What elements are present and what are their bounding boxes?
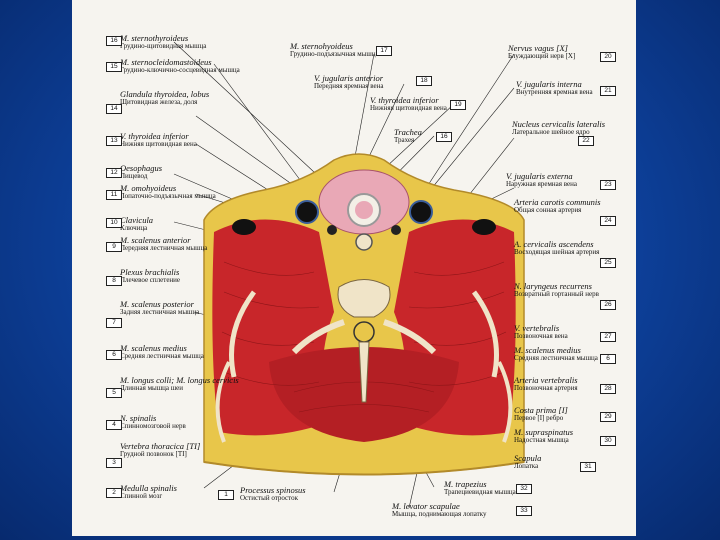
jugular-vein-right (410, 201, 432, 223)
label-number: 18 (416, 76, 432, 86)
oesophagus (356, 234, 372, 250)
label-number: 17 (376, 46, 392, 56)
label-number: 8 (106, 276, 122, 286)
label-number: 33 (516, 506, 532, 516)
label-number: 26 (600, 300, 616, 310)
label-number: 13 (106, 136, 122, 146)
label-number: 32 (516, 484, 532, 494)
label-number: 15 (106, 62, 122, 72)
carotid-left (327, 225, 337, 235)
label-number: 16 (436, 132, 452, 142)
label-number: 20 (600, 52, 616, 62)
label-number: 14 (106, 104, 122, 114)
label-number: 9 (106, 242, 122, 252)
label-number: 3 (106, 458, 122, 468)
label-number: 31 (580, 462, 596, 472)
label-number: 23 (600, 180, 616, 190)
label-number: 4 (106, 420, 122, 430)
carotid-right (391, 225, 401, 235)
jugular-vein-left (296, 201, 318, 223)
label-number: 12 (106, 168, 122, 178)
label-number: 1 (218, 490, 234, 500)
label-number: 30 (600, 436, 616, 446)
label-number: 16 (106, 36, 122, 46)
label-number: 22 (578, 136, 594, 146)
label-number: 6 (600, 354, 616, 364)
label-number: 25 (600, 258, 616, 268)
label-vertebra-thoracica: Vertebra thoracica [TI]Грудной позвонок … (120, 442, 200, 458)
label-number: 11 (106, 190, 122, 200)
label-number: 6 (106, 350, 122, 360)
label-number: 5 (106, 388, 122, 398)
label-number: 28 (600, 384, 616, 394)
label-number: 10 (106, 218, 122, 228)
label-number: 24 (600, 216, 616, 226)
label-costa-prima: Costa prima [I]Первое [I] ребро (514, 406, 568, 422)
spinal-cord (354, 322, 374, 342)
label-nervus-vagus: Nervus vagus [X]Блуждающий нерв [X] (508, 44, 575, 60)
label-number: 29 (600, 412, 616, 422)
label-number: 27 (600, 332, 616, 342)
label-number: 19 (450, 100, 466, 110)
vertebra-body (338, 280, 390, 318)
clavicle-right (472, 219, 496, 235)
label-number: 7 (106, 318, 122, 328)
label-number: 2 (106, 488, 122, 498)
label-number: 21 (600, 86, 616, 96)
clavicle-left (232, 219, 256, 235)
trachea-lumen (355, 201, 373, 219)
